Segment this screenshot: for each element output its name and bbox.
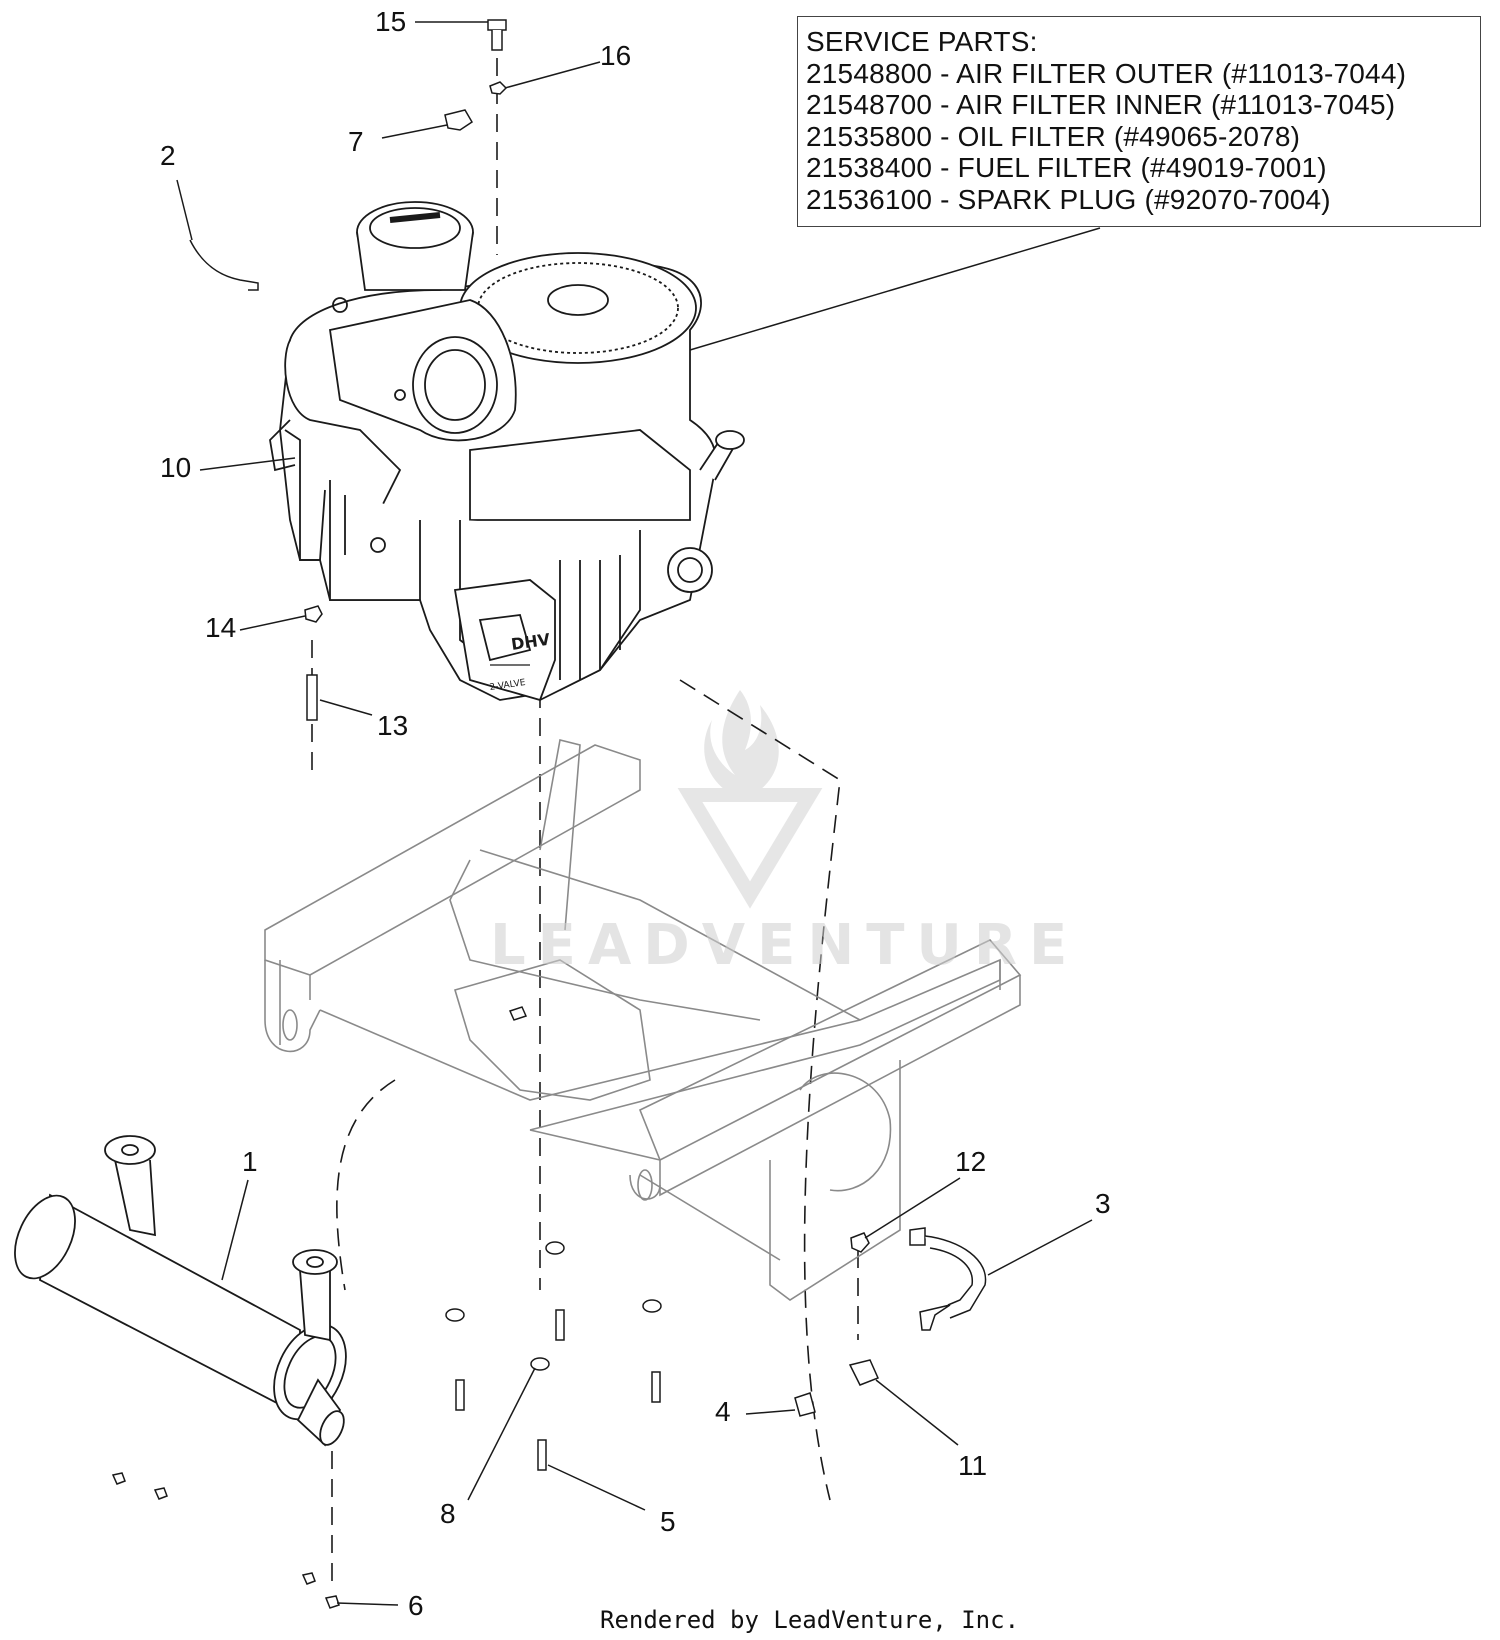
- muffler: [14, 1135, 347, 1447]
- service-part-line: 21548700 - AIR FILTER INNER (#11013-7045…: [806, 89, 1396, 120]
- callout-10[interactable]: 10: [160, 452, 192, 483]
- service-part-line: 21536100 - SPARK PLUG (#92070-7004): [806, 183, 1331, 215]
- callout-13[interactable]: 13: [377, 710, 409, 741]
- callout-1[interactable]: 1: [242, 1146, 258, 1177]
- callout-2[interactable]: 2: [160, 140, 176, 171]
- callout-14[interactable]: 14: [205, 612, 237, 643]
- engine-deck-frame: [264, 739, 1022, 1301]
- leader-lines: [176, 21, 1101, 1606]
- callout-5[interactable]: 5: [660, 1506, 676, 1537]
- footer-credit: Rendered by LeadVenture, Inc.: [600, 1606, 1020, 1634]
- service-parts-box: SERVICE PARTS: 21548800 - AIR FILTER OUT…: [797, 16, 1481, 227]
- watermark-logo: [677, 690, 823, 909]
- callout-8[interactable]: 8: [440, 1498, 456, 1529]
- callout-16[interactable]: 16: [600, 40, 632, 71]
- service-parts-heading: SERVICE PARTS:: [806, 26, 1038, 57]
- service-part-line: 21535800 - OIL FILTER (#49065-2078): [806, 120, 1301, 152]
- service-part-line: 21548800 - AIR FILTER OUTER (#11013-7044…: [806, 57, 1407, 89]
- callout-11[interactable]: 11: [958, 1450, 988, 1481]
- service-part-line: 21538400 - FUEL FILTER (#49019-7001): [806, 152, 1327, 183]
- callout-7[interactable]: 7: [348, 126, 364, 157]
- callout-4[interactable]: 4: [715, 1396, 731, 1427]
- watermark-text: LEADVENTURE: [490, 913, 1080, 978]
- hardware-parts: [111, 19, 987, 1609]
- callout-3[interactable]: 3: [1095, 1188, 1111, 1219]
- callout-12[interactable]: 12: [955, 1146, 987, 1177]
- callout-15[interactable]: 15: [375, 6, 407, 37]
- callout-6[interactable]: 6: [408, 1590, 424, 1621]
- engine-assembly: DHV 2-VALVE: [269, 201, 745, 702]
